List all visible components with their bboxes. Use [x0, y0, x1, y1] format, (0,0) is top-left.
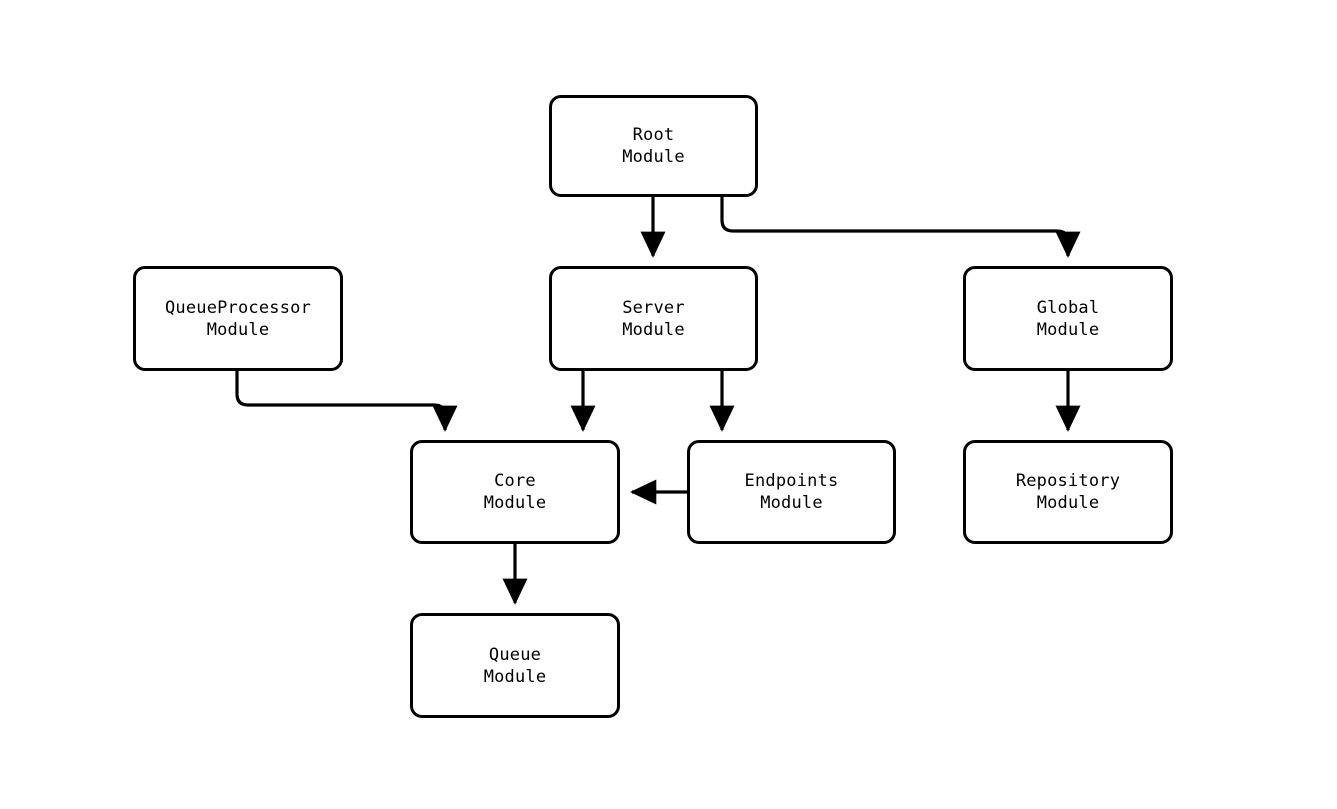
- node-core-label-line2: Module: [483, 493, 547, 513]
- node-core-label-line1: Core: [494, 471, 536, 491]
- node-root-label-line2: Module: [622, 147, 685, 167]
- node-queue-label-line2: Module: [483, 666, 547, 687]
- edge-queueprocessor-to-core: [235, 371, 458, 432]
- edge-root-to-global: [720, 197, 1081, 258]
- node-root-label-line1: Root: [632, 125, 675, 145]
- node-global-label-line2: Module: [1036, 319, 1100, 340]
- node-server-label-line1: Server: [622, 297, 685, 318]
- node-global-label-line1: Global: [1036, 297, 1100, 318]
- node-repository-label-line1: Repository: [1015, 471, 1121, 491]
- node-queueprocessor-label-line2: Module: [206, 319, 270, 340]
- node-server-label-line2: Module: [622, 319, 685, 340]
- node-repository-label-line2: Module: [1036, 493, 1100, 513]
- node-endpoints-label-line1: Endpoints: [744, 471, 839, 491]
- node-queue-label-line1: Queue: [488, 644, 542, 665]
- node-queueprocessor-label-line1: QueueProcessor: [164, 297, 312, 318]
- node-endpoints-label-line2: Module: [760, 493, 823, 513]
